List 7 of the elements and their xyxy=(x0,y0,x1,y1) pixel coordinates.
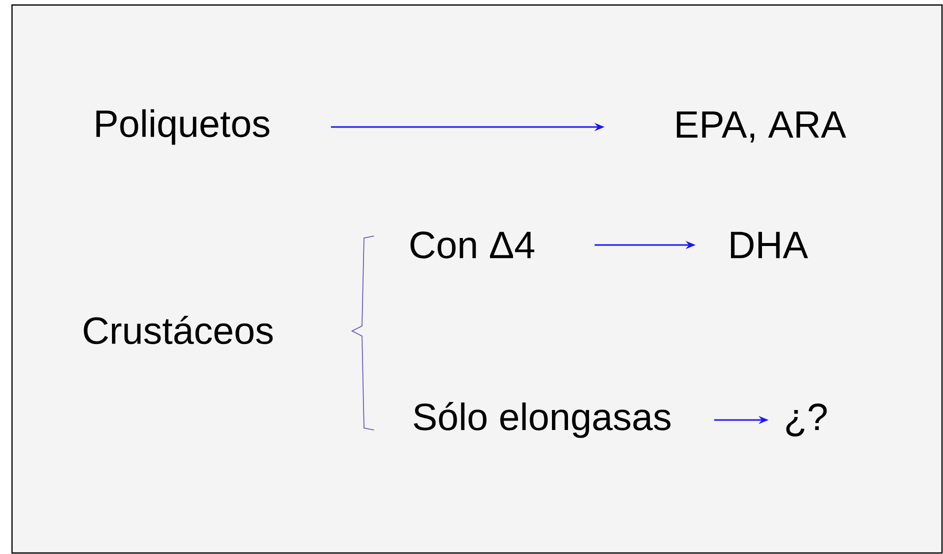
label-text: Sólo elongasas xyxy=(414,402,670,438)
label-text: Crustáceos xyxy=(84,316,273,344)
label-text: EPA, ARA xyxy=(676,112,846,142)
label-text: ¿? xyxy=(786,404,827,436)
label-text: Poliquetos xyxy=(96,109,270,145)
label-text: DHA xyxy=(731,232,808,258)
label-text: Con Δ4 xyxy=(410,232,534,258)
